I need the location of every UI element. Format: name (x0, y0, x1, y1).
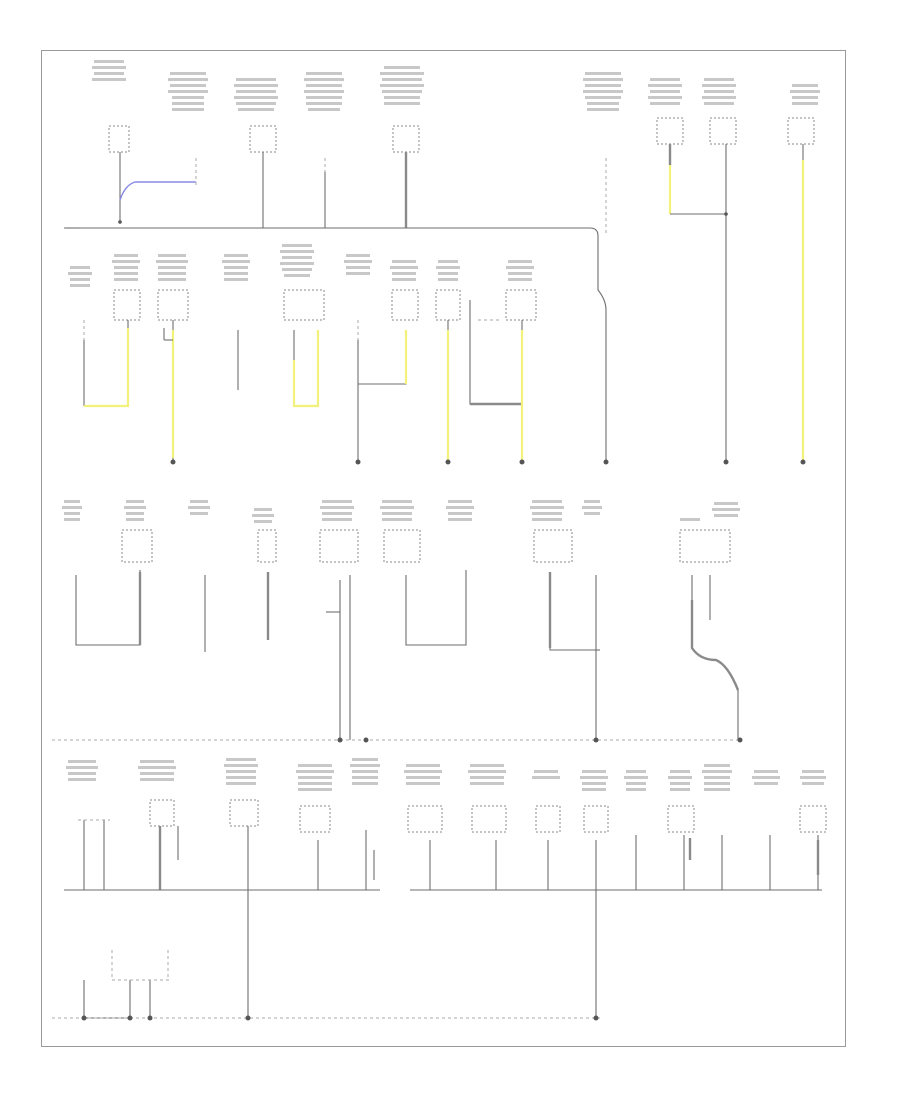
component-box (108, 125, 130, 153)
component-box (121, 529, 153, 563)
component-box (391, 289, 419, 321)
row-2 (68, 244, 537, 462)
component-box (656, 117, 684, 145)
component-box (471, 805, 507, 833)
component-box (249, 125, 277, 153)
row-4 (64, 758, 827, 1019)
component-box (283, 289, 325, 321)
component-box (535, 805, 561, 833)
component-box (257, 529, 277, 563)
component-box (787, 117, 815, 145)
row-3 (62, 500, 740, 740)
component-box (679, 529, 731, 563)
component-box (709, 117, 737, 145)
component-box (505, 289, 537, 321)
component-box (383, 529, 421, 563)
component-box (533, 529, 573, 563)
ground-points-row-4 (81, 1015, 599, 1021)
component-box (299, 805, 331, 833)
component-box (113, 289, 141, 321)
component-box (319, 529, 359, 563)
component-box (583, 805, 609, 833)
diagram-frame (41, 50, 846, 1047)
ground-points-row-2 (170, 459, 806, 465)
row-1 (64, 60, 820, 462)
component-box (799, 805, 827, 833)
component-box (229, 799, 259, 827)
component-box (392, 125, 420, 153)
ground-points-row-3 (337, 737, 743, 743)
component-box (435, 289, 461, 321)
component-box (157, 289, 189, 321)
component-box (407, 805, 443, 833)
component-box (667, 805, 695, 833)
component-box (149, 799, 175, 827)
